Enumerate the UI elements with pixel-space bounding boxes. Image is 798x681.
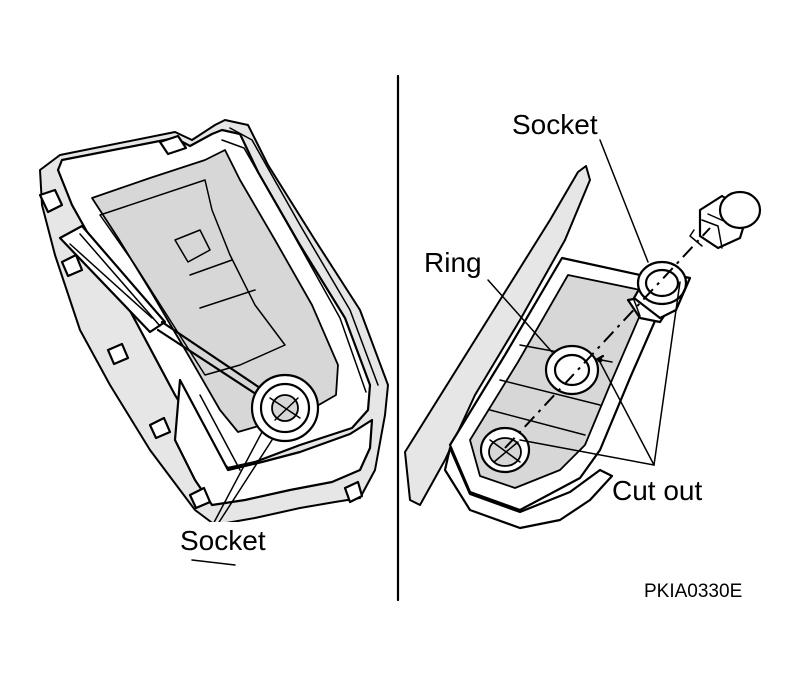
screwdriver <box>58 224 268 400</box>
housing-front-lip <box>173 378 374 507</box>
cut-out-leader-base <box>519 439 655 466</box>
lighter-plug <box>689 190 762 250</box>
left-socket-leader <box>209 431 263 531</box>
cut-out-leader-socket <box>653 281 681 466</box>
left-socket-label-bg <box>176 522 276 556</box>
label-underline-fragment <box>191 559 236 566</box>
left-socket-part <box>250 373 320 443</box>
right-socket-leader <box>599 139 649 263</box>
lip-fold-line <box>199 394 241 471</box>
ring-leader <box>487 279 553 353</box>
left-socket-leader-2 <box>213 439 273 531</box>
assembly-axis <box>504 227 711 449</box>
cut-out-label: Cut out <box>612 475 702 506</box>
rim-edge-right <box>229 127 379 386</box>
right-socket-part <box>626 260 692 324</box>
housing-inner-cavity <box>91 149 339 433</box>
ring-label: Ring <box>424 247 482 278</box>
box-front-lip <box>443 446 614 530</box>
side-clips <box>38 188 364 510</box>
right-socket-label: Socket <box>512 109 598 140</box>
screwdriver-shaft <box>156 328 264 400</box>
left-socket-label: Socket <box>180 525 266 556</box>
right-panel-exploded-view: Socket Ring Cut out PKIA0330E <box>404 109 762 602</box>
cavity-rib-2 <box>199 289 256 309</box>
left-panel-ashtray-housing: Socket <box>38 119 389 566</box>
cavity-tab <box>174 229 211 263</box>
cavity-rib <box>189 259 233 276</box>
box-rib-2 <box>489 409 586 436</box>
rim-edge-right-inner <box>221 139 367 393</box>
bezel-panel <box>404 165 591 506</box>
top-tab <box>158 134 188 156</box>
figure-code: PKIA0330E <box>644 581 742 602</box>
box-rib-1 <box>499 379 601 406</box>
cut-out-leader-ring <box>599 361 655 466</box>
ring-part <box>544 344 605 396</box>
base-socket-opening <box>479 426 531 474</box>
cavity-floor <box>99 179 286 376</box>
